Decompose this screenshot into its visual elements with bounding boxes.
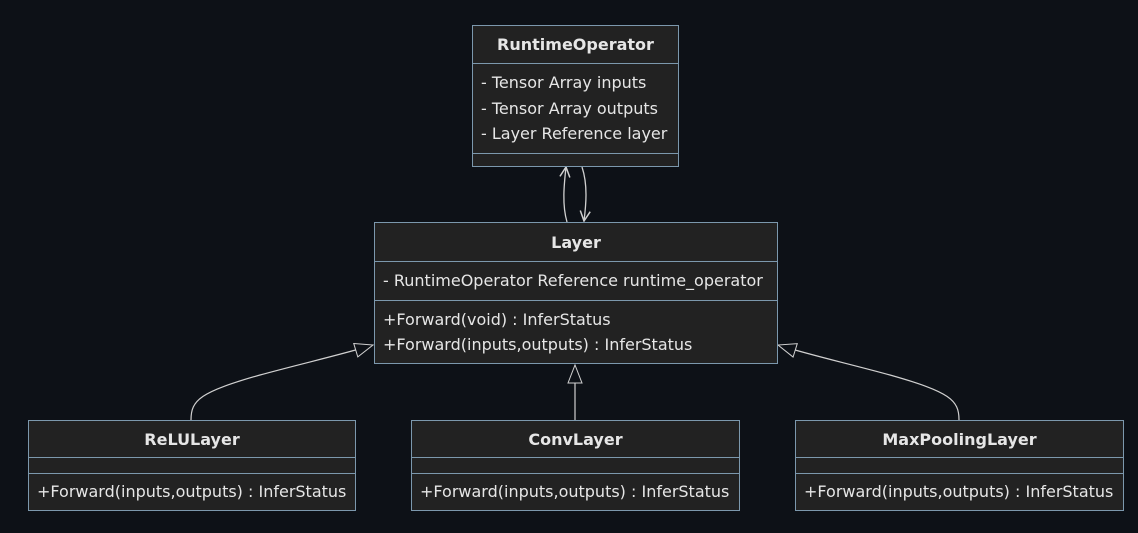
- edge-maxpooling-layer-inherits-layer: [778, 345, 960, 421]
- attribute: - Tensor Array inputs: [481, 73, 647, 93]
- edge-layer-to-runtime-operator: [564, 167, 567, 223]
- method: +Forward(inputs,outputs) : InferStatus: [383, 335, 693, 354]
- class-methods: +Forward(void) : InferStatus +Forward(in…: [375, 301, 777, 363]
- class-methods: +Forward(inputs,outputs) : InferStatus: [29, 474, 355, 510]
- class-runtime-operator[interactable]: RuntimeOperator - Tensor Array inputs - …: [472, 25, 679, 167]
- class-attributes: - Tensor Array inputs - Tensor Array out…: [473, 64, 678, 154]
- class-methods: [473, 154, 678, 166]
- class-layer[interactable]: Layer - RuntimeOperator Reference runtim…: [374, 222, 778, 364]
- method: +Forward(inputs,outputs) : InferStatus: [420, 482, 730, 502]
- class-conv-layer[interactable]: ConvLayer +Forward(inputs,outputs) : Inf…: [411, 420, 740, 511]
- class-attributes: [412, 458, 739, 474]
- method: +Forward(inputs,outputs) : InferStatus: [804, 482, 1114, 502]
- attribute: - Layer Reference layer: [481, 124, 668, 144]
- class-name: ReLULayer: [29, 421, 355, 458]
- class-attributes: [29, 458, 355, 474]
- class-name: RuntimeOperator: [473, 26, 678, 64]
- attribute: - RuntimeOperator Reference runtime_oper…: [383, 271, 763, 291]
- method: +Forward(void) : InferStatus: [383, 309, 611, 329]
- class-name: MaxPoolingLayer: [796, 421, 1123, 458]
- class-maxpooling-layer[interactable]: MaxPoolingLayer +Forward(inputs,outputs)…: [795, 420, 1124, 511]
- edge-relu-layer-inherits-layer: [190, 345, 373, 421]
- method: +Forward(inputs,outputs) : InferStatus: [37, 482, 347, 502]
- class-methods: +Forward(inputs,outputs) : InferStatus: [412, 474, 739, 510]
- class-methods: +Forward(inputs,outputs) : InferStatus: [796, 474, 1123, 510]
- class-attributes: [796, 458, 1123, 474]
- class-name: Layer: [375, 223, 777, 262]
- class-attributes: - RuntimeOperator Reference runtime_oper…: [375, 262, 777, 301]
- attribute: - Tensor Array outputs: [481, 98, 658, 118]
- class-relu-layer[interactable]: ReLULayer +Forward(inputs,outputs) : Inf…: [28, 420, 356, 511]
- edge-runtime-operator-to-layer: [582, 166, 586, 221]
- class-name: ConvLayer: [412, 421, 739, 458]
